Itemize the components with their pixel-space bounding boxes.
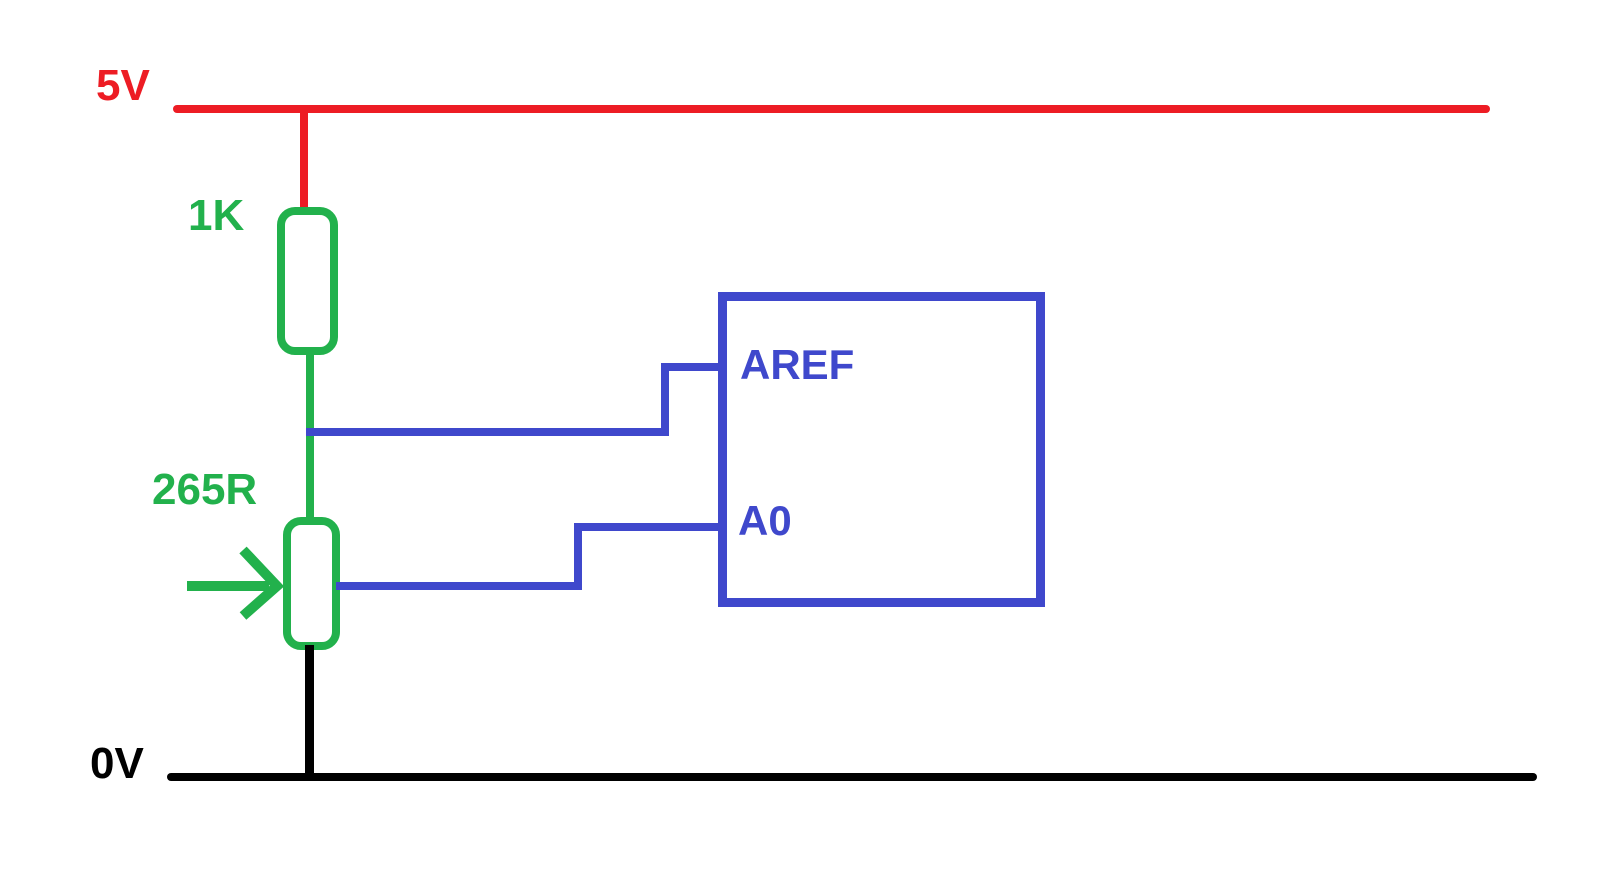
- fixed-resistor-symbol: [277, 207, 338, 355]
- aref-wire-horizontal-lower: [306, 428, 669, 436]
- 5v-feed-wire: [300, 109, 308, 214]
- 5v-rail-label: 5V: [96, 61, 150, 110]
- 0v-rail-line: [167, 773, 1537, 781]
- divider-midpoint-wire: [306, 350, 314, 522]
- fixed-resistor-value-label: 1K: [188, 191, 245, 240]
- variable-resistor-symbol: [283, 517, 340, 650]
- a0-wire-horizontal-upper: [574, 523, 722, 531]
- aref-wire-horizontal-upper: [661, 363, 722, 371]
- variable-resistor-value-label: 265R: [152, 465, 258, 514]
- 0v-rail-label: 0V: [90, 739, 144, 788]
- a0-wire-vertical-step: [574, 523, 582, 590]
- a0-wire-horizontal-lower: [336, 582, 582, 590]
- ground-lead-wire: [305, 645, 314, 777]
- mcu-block-outline: [718, 292, 1045, 607]
- wiper-arrow-icon: [187, 546, 285, 620]
- aref-wire-vertical-step: [661, 363, 669, 436]
- aref-pin-label: AREF: [740, 341, 855, 388]
- a0-pin-label: A0: [738, 497, 792, 544]
- 5v-rail-line: [173, 105, 1490, 113]
